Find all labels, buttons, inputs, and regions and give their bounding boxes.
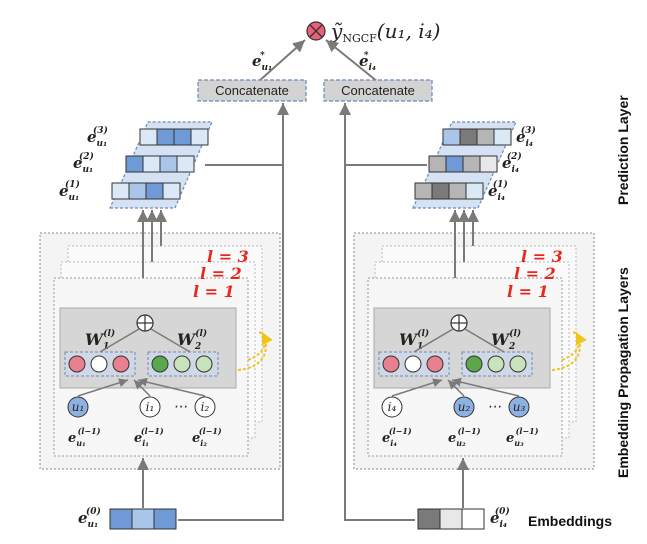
svg-text:ei₁(l−1): ei₁(l−1) xyxy=(134,426,164,448)
concatenate-box-right: Concatenate xyxy=(323,79,433,102)
user-initial-embedding xyxy=(109,508,177,530)
svg-text:eu₃(l−1): eu₃(l−1) xyxy=(506,426,539,448)
svg-text:u₃: u₃ xyxy=(513,400,526,414)
svg-text:l = 1: l = 1 xyxy=(507,282,549,301)
prediction-layer-label: Prediction Layer xyxy=(615,95,631,205)
svg-text:⋯: ⋯ xyxy=(487,399,501,415)
user-feedback-arrow xyxy=(237,329,273,371)
svg-text:l = 2: l = 2 xyxy=(514,264,556,283)
embeddings-label: Embeddings xyxy=(528,513,612,529)
user-neighbor-nodes: u₁ i₁ ⋯ i₂ xyxy=(67,396,216,418)
svg-text:eu₂(l−1): eu₂(l−1) xyxy=(448,426,481,448)
user-embedding-row-2 xyxy=(125,155,195,173)
svg-text:u₁: u₁ xyxy=(72,400,85,414)
item-embedding-row-1 xyxy=(414,182,484,200)
item-sum-icon xyxy=(450,314,468,332)
user-layer-embeddings-stack xyxy=(109,121,213,209)
svg-text:l = 2: l = 2 xyxy=(200,264,242,283)
propagation-layers-label: Embedding Propagation Layers xyxy=(615,267,631,478)
svg-text:ei₄(l−1): ei₄(l−1) xyxy=(382,426,412,448)
svg-text:l = 1: l = 1 xyxy=(193,282,235,301)
svg-text:Concatenate: Concatenate xyxy=(341,83,415,98)
svg-text:i₁: i₁ xyxy=(146,400,155,414)
svg-text:eu₁(1): eu₁(1) xyxy=(59,179,80,203)
item-neighbor-embedding-labels: ei₄(l−1) eu₂(l−1) eu₃(l−1) xyxy=(382,426,539,448)
svg-text:eu₁(3): eu₁(3) xyxy=(87,125,108,149)
svg-text:l = 3: l = 3 xyxy=(207,247,249,266)
item-feedback-arrow xyxy=(551,329,587,371)
item-layer-embeddings-stack xyxy=(412,121,517,209)
item-embedding-row-3 xyxy=(442,128,512,146)
item-w2-label: W2(l) xyxy=(491,328,521,352)
user-w1-label: W1(l) xyxy=(85,328,115,352)
user-w2-label: W2(l) xyxy=(177,328,207,352)
item-final-embedding-label: ei₄* xyxy=(359,51,376,73)
svg-text:u₂: u₂ xyxy=(458,400,471,414)
svg-text:i₄: i₄ xyxy=(388,400,397,414)
item-initial-embedding xyxy=(417,508,485,530)
user-initial-embedding-label: eu₁(0) xyxy=(78,506,101,530)
item-w1-label: W1(l) xyxy=(399,328,429,352)
item-layer-labels: ei₄(3) ei₄(2) ei₄(1) xyxy=(488,125,536,203)
svg-text:ei₄(2): ei₄(2) xyxy=(502,151,522,175)
item-initial-embedding-label: ei₄(0) xyxy=(490,506,510,530)
output-node xyxy=(306,21,326,41)
user-embedding-row-3 xyxy=(139,128,209,146)
item-embedding-row-2 xyxy=(428,155,498,173)
user-sum-icon xyxy=(136,314,154,332)
user-layer-tags: l = 3 l = 2 l = 1 xyxy=(193,247,249,301)
svg-text:⋯: ⋯ xyxy=(173,399,187,415)
concatenate-box-left: Concatenate xyxy=(197,79,307,102)
output-formula: ỹNGCF(u₁, i₄) xyxy=(330,19,440,45)
user-embedding-row-1 xyxy=(111,182,181,200)
svg-text:ei₄(3): ei₄(3) xyxy=(516,125,536,149)
item-neighbor-nodes: i₄ u₂ ⋯ u₃ xyxy=(381,396,530,418)
user-final-embedding-label: eu₁* xyxy=(252,51,272,73)
svg-text:i₂: i₂ xyxy=(201,400,210,414)
svg-text:eu₁(2): eu₁(2) xyxy=(73,151,94,175)
svg-text:l = 3: l = 3 xyxy=(521,247,563,266)
item-layer-tags: l = 3 l = 2 l = 1 xyxy=(507,247,563,301)
user-neighbor-embedding-labels: eu₁(l−1) ei₁(l−1) ei₂(l−1) xyxy=(68,426,222,448)
svg-text:ei₂(l−1): ei₂(l−1) xyxy=(192,426,222,448)
user-layer-labels: eu₁(3) eu₁(2) eu₁(1) xyxy=(59,125,108,203)
svg-text:eu₁(l−1): eu₁(l−1) xyxy=(68,426,101,448)
svg-text:Concatenate: Concatenate xyxy=(215,83,289,98)
svg-text:ei₄(1): ei₄(1) xyxy=(488,179,508,203)
